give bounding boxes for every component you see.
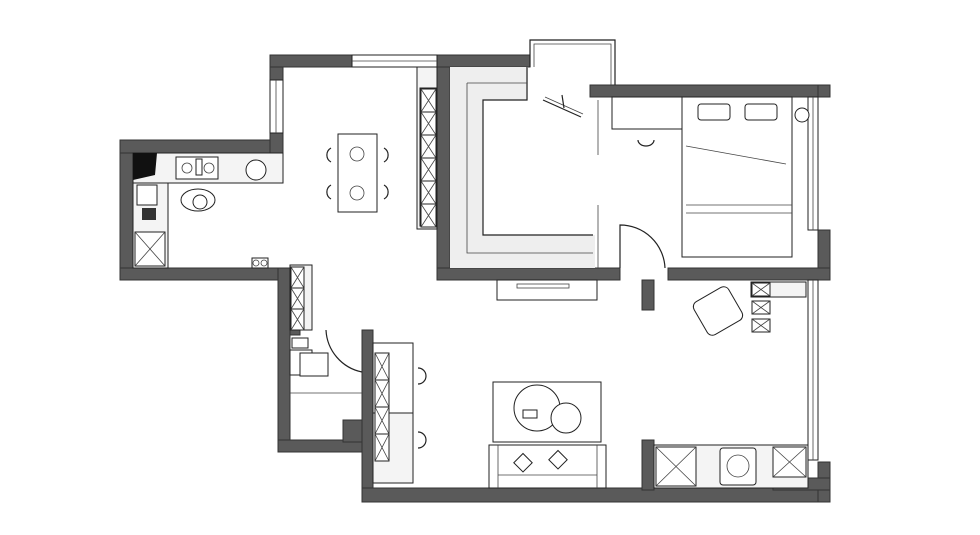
kitchen <box>132 152 284 269</box>
cabinet-cross <box>420 157 437 182</box>
bedroom <box>611 96 810 269</box>
oven-icon <box>136 184 158 206</box>
bed <box>681 96 793 258</box>
cabinet-cross <box>420 203 437 228</box>
cabinet-cross <box>290 266 305 289</box>
outlet-icon <box>794 107 810 123</box>
cabinet-cross <box>374 379 390 408</box>
armchair <box>692 286 744 336</box>
cabinet-cross <box>374 406 390 435</box>
desk <box>611 96 683 130</box>
cabinet-cross <box>751 318 771 333</box>
windows <box>269 39 819 461</box>
bathroom-door-icon <box>325 329 363 373</box>
cabinet-cross <box>751 300 771 315</box>
cabinet-cross <box>655 446 697 487</box>
cabinet-doors <box>290 88 807 487</box>
cabinet-cross <box>751 282 771 297</box>
cabinet-cross <box>290 308 305 331</box>
cabinet-cross <box>420 88 437 113</box>
sofa <box>488 444 607 489</box>
walk-in-closet <box>450 67 599 268</box>
door-icon <box>619 224 666 269</box>
sink-icon <box>245 159 267 181</box>
cabinet-cross <box>420 134 437 159</box>
cabinet-cross <box>772 446 807 478</box>
washing-machine-icon <box>719 447 757 486</box>
cabinet-cross <box>374 352 390 381</box>
cabinet-cross <box>420 111 437 136</box>
walls <box>119 54 831 503</box>
cabinet-cross <box>290 287 305 310</box>
dining-table <box>326 133 389 213</box>
tv-console <box>496 279 598 301</box>
cabinet-cross <box>420 180 437 205</box>
cabinet-cross <box>374 433 390 462</box>
